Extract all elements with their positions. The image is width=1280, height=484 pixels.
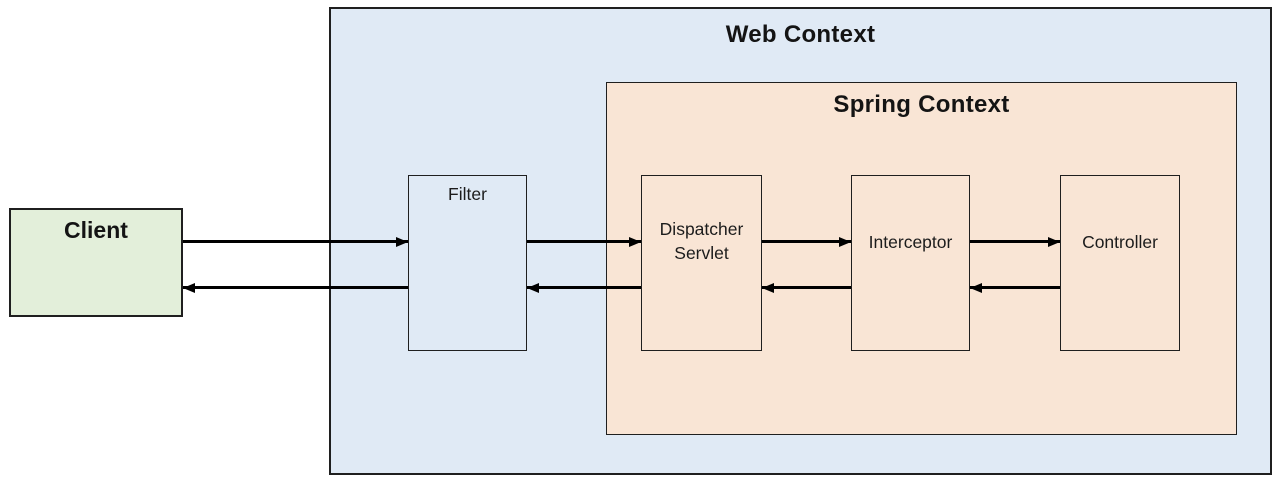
controller-label: Controller [1082, 232, 1158, 252]
arrow-interceptor-to-dispatcher [762, 286, 851, 289]
arrow-filter-to-dispatcher [527, 240, 641, 243]
arrow-filter-to-client [183, 286, 408, 289]
arrow-client-to-filter [183, 240, 408, 243]
controller-box: Controller [1060, 175, 1180, 351]
client-box: Client [9, 208, 183, 317]
dispatcher-servlet-label: Dispatcher Servlet [659, 219, 744, 263]
arrow-controller-to-interceptor [970, 286, 1060, 289]
spring-context-title: Spring Context [833, 91, 1010, 118]
interceptor-label: Interceptor [868, 232, 953, 252]
dispatcher-servlet-box: Dispatcher Servlet [641, 175, 762, 351]
filter-box: Filter [408, 175, 527, 351]
arrow-interceptor-to-controller [970, 240, 1060, 243]
client-label: Client [64, 217, 128, 243]
web-context-title: Web Context [725, 21, 876, 48]
arrow-dispatcher-to-filter [527, 286, 641, 289]
arrow-dispatcher-to-interceptor [762, 240, 851, 243]
filter-label: Filter [448, 184, 487, 204]
interceptor-box: Interceptor [851, 175, 970, 351]
